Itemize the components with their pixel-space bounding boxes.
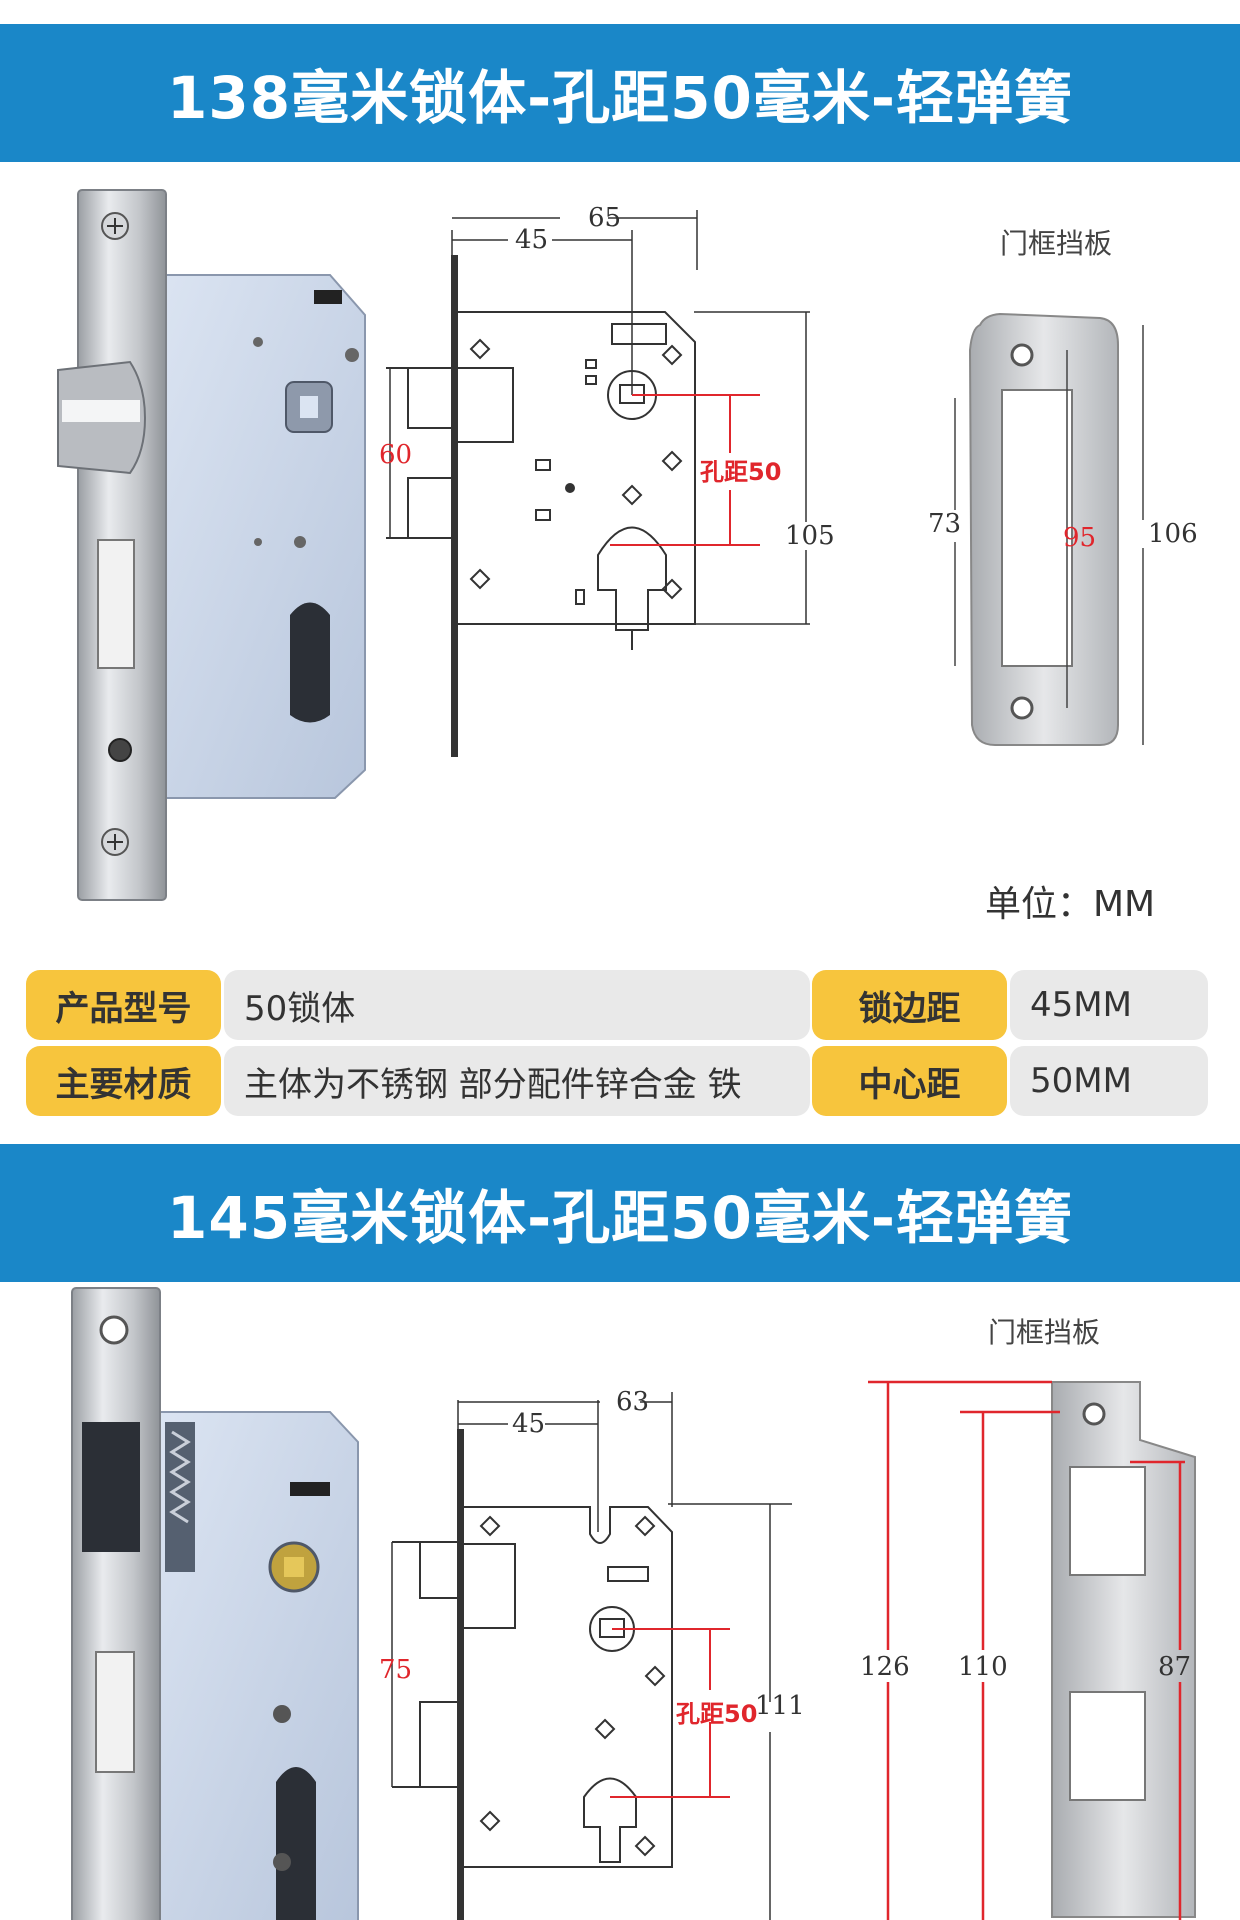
section1-banner: 138毫米锁体-孔距50毫米-轻弹簧 — [0, 24, 1240, 162]
spec-value-edge-distance: 45MM — [1010, 970, 1208, 1040]
lock-technical-drawing-1 — [386, 255, 696, 757]
dim-87: 87 — [1158, 1652, 1191, 1682]
strike-plate-label-2: 门框挡板 — [988, 1316, 1100, 1349]
section2-title: 145毫米锁体-孔距50毫米-轻弹簧 — [167, 1184, 1073, 1252]
hole-distance-label-2: 孔距50 — [676, 1700, 757, 1728]
strike-plate-2 — [1051, 1381, 1196, 1918]
lock-body-photo-1 — [57, 189, 366, 901]
dim-95: 95 — [1063, 523, 1096, 553]
hole-distance-marker-1 — [610, 394, 760, 546]
dimension-lines-1 — [389, 210, 810, 625]
dimension-lines-2 — [391, 1392, 792, 1920]
lock-technical-drawing-2 — [392, 1429, 673, 1920]
strike-plate-1 — [968, 312, 1119, 746]
dim-126: 126 — [860, 1652, 910, 1682]
dim-105: 105 — [785, 521, 835, 551]
spec-key-material: 主要材质 — [26, 1046, 221, 1116]
lock-body-photo-2 — [71, 1287, 359, 1920]
strike-plate-dims-1 — [954, 325, 1144, 745]
dim-45-b: 45 — [512, 1409, 545, 1439]
dim-60: 60 — [379, 440, 412, 470]
spec-key-center-distance: 中心距 — [812, 1046, 1007, 1116]
dim-45: 45 — [515, 225, 548, 255]
spec-row-model: 产品型号 50锁体 锁边距 45MM — [26, 970, 1208, 1040]
strike-plate-dims-2 — [868, 1380, 1185, 1920]
hole-distance-label-1: 孔距50 — [700, 458, 781, 486]
spec-value-center-distance: 50MM — [1010, 1046, 1208, 1116]
dim-111: 111 — [755, 1691, 805, 1721]
dim-110: 110 — [958, 1652, 1008, 1682]
spec-key-edge-distance: 锁边距 — [812, 970, 1007, 1040]
strike-plate-label-1: 门框挡板 — [1000, 227, 1112, 260]
dim-63: 63 — [616, 1387, 649, 1417]
dim-106: 106 — [1148, 519, 1198, 549]
spec-key-model: 产品型号 — [26, 970, 221, 1040]
section1-illustration: 65 45 60 105 孔距50 门框挡板 73 95 106 — [57, 189, 1198, 901]
spec-value-material: 主体为不锈钢 部分配件锌合金 铁 — [224, 1046, 810, 1116]
section1-title: 138毫米锁体-孔距50毫米-轻弹簧 — [167, 64, 1073, 132]
unit-label: 单位：MM — [985, 884, 1156, 925]
dim-73: 73 — [928, 509, 961, 539]
dim-65: 65 — [588, 203, 621, 233]
hole-distance-marker-2 — [610, 1628, 730, 1798]
section2-illustration: 63 45 75 孔距50 111 门框挡板 126 110 87 — [71, 1287, 1196, 1920]
spec-value-model: 50锁体 — [224, 970, 810, 1040]
section2-banner: 145毫米锁体-孔距50毫米-轻弹簧 — [0, 1144, 1240, 1282]
spec-row-material: 主要材质 主体为不锈钢 部分配件锌合金 铁 中心距 50MM — [26, 1046, 1208, 1116]
dim-75: 75 — [379, 1655, 412, 1685]
